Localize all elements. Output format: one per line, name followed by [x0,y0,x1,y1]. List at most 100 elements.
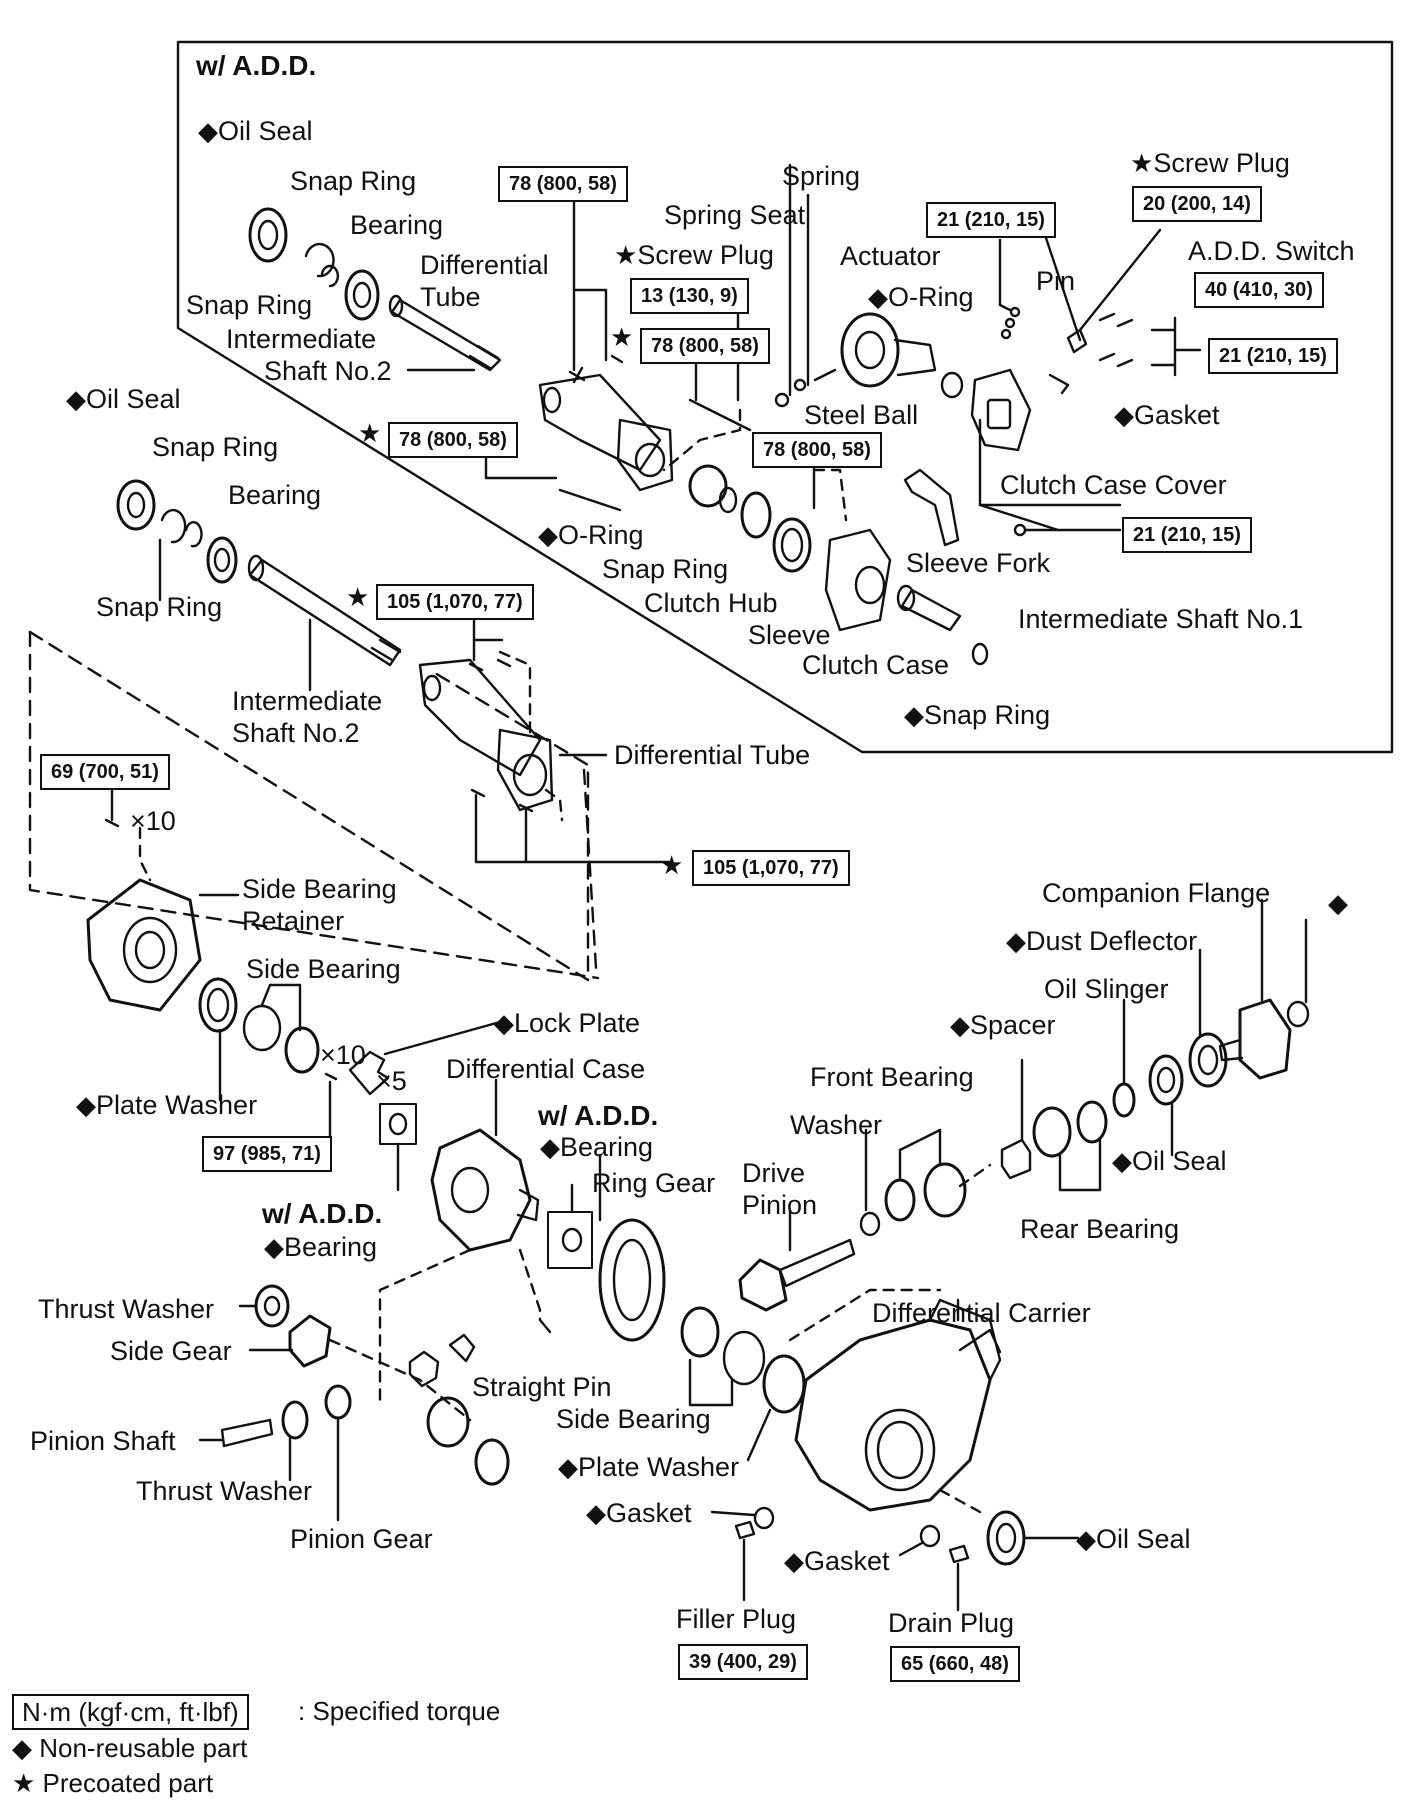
label-o-ring: ◆O-Ring [538,520,644,550]
label-oil-slinger: Oil Slinger [1044,974,1169,1004]
torque-value: 97 (985, 71) [202,1136,332,1172]
intermediate-shaft-icon [247,554,402,667]
label-drive-pinion: Pinion [742,1190,818,1220]
label-clutch-hub: Clutch Hub [644,588,778,618]
label-clutch-case: Clutch Case [802,650,950,680]
pinion-gear-icon [324,1384,352,1420]
label-plate-washer: ◆Plate Washer [76,1090,258,1120]
non-reusable-icon: ◆ [76,1090,96,1120]
snap-ring-icon [304,242,335,278]
label-oil-seal: ◆Oil Seal [1076,1524,1191,1554]
torque-value: 78 (800, 58) [640,328,770,364]
label-snap-ring: Snap Ring [602,554,729,584]
oil-seal-icon [986,1510,1026,1566]
label-screw-plug: ★Screw Plug [1130,148,1290,178]
dust-deflector-icon [1188,1032,1228,1088]
side-gear-icon [288,1314,332,1368]
label-intermediate-shaft-no2: Intermediate [226,324,377,354]
legend-non-reusable: ◆ Non-reusable part [12,1733,248,1763]
lock-plate-icon [348,1050,390,1096]
label-bearing: Bearing [350,210,444,240]
label-gasket: ◆Gasket [1114,400,1220,430]
oil-seal-icon [116,479,156,531]
label-thrust-washer: Thrust Washer [38,1294,215,1324]
sleeve-icon [772,517,812,573]
bearing-icon [344,269,380,321]
non-reusable-icon: ◆ [538,520,558,550]
side-bearing-retainer-icon [86,878,202,1012]
non-reusable-icon: ◆ [1112,1146,1132,1176]
label-differential-case: Differential Case [446,1054,646,1084]
label-intermediate-shaft-no1: Intermediate Shaft No.1 [1018,604,1304,634]
label-oil-seal: ◆Oil Seal [66,384,181,414]
label-filler-plug: Filler Plug [676,1604,797,1634]
differential-case-icon [430,1128,540,1252]
non-reusable-icon: ◆ [1076,1524,1096,1554]
label-intermediate-shaft-no2: Shaft No.2 [264,356,392,386]
precoated-icon: ★ [12,1768,36,1798]
torque-value: 105 (1,070, 77) [376,584,534,620]
oil-slinger-icon [1112,1082,1136,1118]
torque-value: 20 (200, 14) [1132,186,1262,222]
plate-washer-icon [762,1354,806,1414]
torque-value: 21 (210, 15) [1208,338,1338,374]
label-side-gear: Side Gear [110,1336,232,1366]
label-with-add: w/ A.D.D. [262,1198,383,1229]
label-plate-washer: ◆Plate Washer [558,1452,740,1482]
label-differential-tube: Differential [420,250,549,280]
label-oil-seal: ◆Oil Seal [198,116,313,146]
label-spacer: ◆Spacer [950,1010,1056,1040]
label-spring: Spring [782,161,861,191]
label-bearing: Bearing [228,480,322,510]
label-screw-plug: ★ [610,324,633,351]
non-reusable-icon: ◆ [868,282,888,312]
label-snap-ring: Snap Ring [96,592,223,622]
differential-tube-icon [418,658,554,812]
non-reusable-icon: ◆ [1328,888,1348,918]
torque-value: 78 (800, 58) [752,432,882,468]
intermediate-shaft-icon [388,294,502,372]
torque-value: 105 (1,070, 77) [692,850,850,886]
spacer-icon [1000,1138,1032,1180]
non-reusable-icon: ◆ [586,1498,606,1528]
torque-value: 21 (210, 15) [926,202,1056,238]
torque-value: 40 (410, 30) [1194,272,1324,308]
label-pin: Pin [1036,266,1076,296]
torque-value: 13 (130, 9) [630,278,749,314]
label-side-bearing-retainer: Side Bearing [242,874,397,904]
precoated-icon: ★ [358,418,382,448]
precoated-icon: ★ [660,850,684,880]
label-snap-ring: Snap Ring [290,166,417,196]
label-precoated-marker: ★ [346,584,369,611]
label-multiplier: ×5 [376,1066,407,1096]
label-sleeve-fork: Sleeve Fork [906,548,1051,578]
label-thrust-washer: Thrust Washer [136,1476,313,1506]
label-pinion-shaft: Pinion Shaft [30,1426,176,1456]
label-dust-deflector: ◆Dust Deflector [1006,926,1198,956]
label-gasket: ◆Gasket [784,1546,890,1576]
label-washer: Washer [790,1110,883,1140]
torque-value: 39 (400, 29) [678,1644,808,1680]
label-multiplier: ×10 [130,806,176,836]
label-differential-carrier: Differential Carrier [872,1298,1091,1328]
precoated-icon: ★ [1130,148,1154,178]
label-screw-plug: ★Screw Plug [614,240,774,270]
label-intermediate-shaft-no2: Intermediate [232,686,383,716]
non-reusable-icon: ◆ [950,1010,970,1040]
label-add-switch: A.D.D. Switch [1188,236,1355,266]
label-sleeve: Sleeve [748,620,831,650]
label-precoated-marker: ★ [358,420,381,447]
label-lock-plate: ◆Lock Plate [494,1008,641,1038]
ring-gear-icon [598,1218,666,1342]
bearing-icon [284,1026,320,1074]
clutch-hub-icon [740,491,772,539]
non-reusable-icon: ◆ [66,384,86,414]
non-reusable-icon: ◆ [1114,400,1134,430]
label-ring-gear: Ring Gear [592,1168,716,1198]
label-clutch-case-cover: Clutch Case Cover [1000,470,1227,500]
drive-pinion-icon [738,1238,856,1312]
non-reusable-icon: ◆ [264,1232,284,1262]
label-spring-seat: Spring Seat [664,200,806,230]
label-pinion-gear: Pinion Gear [290,1524,433,1554]
non-reusable-icon: ◆ [540,1132,560,1162]
